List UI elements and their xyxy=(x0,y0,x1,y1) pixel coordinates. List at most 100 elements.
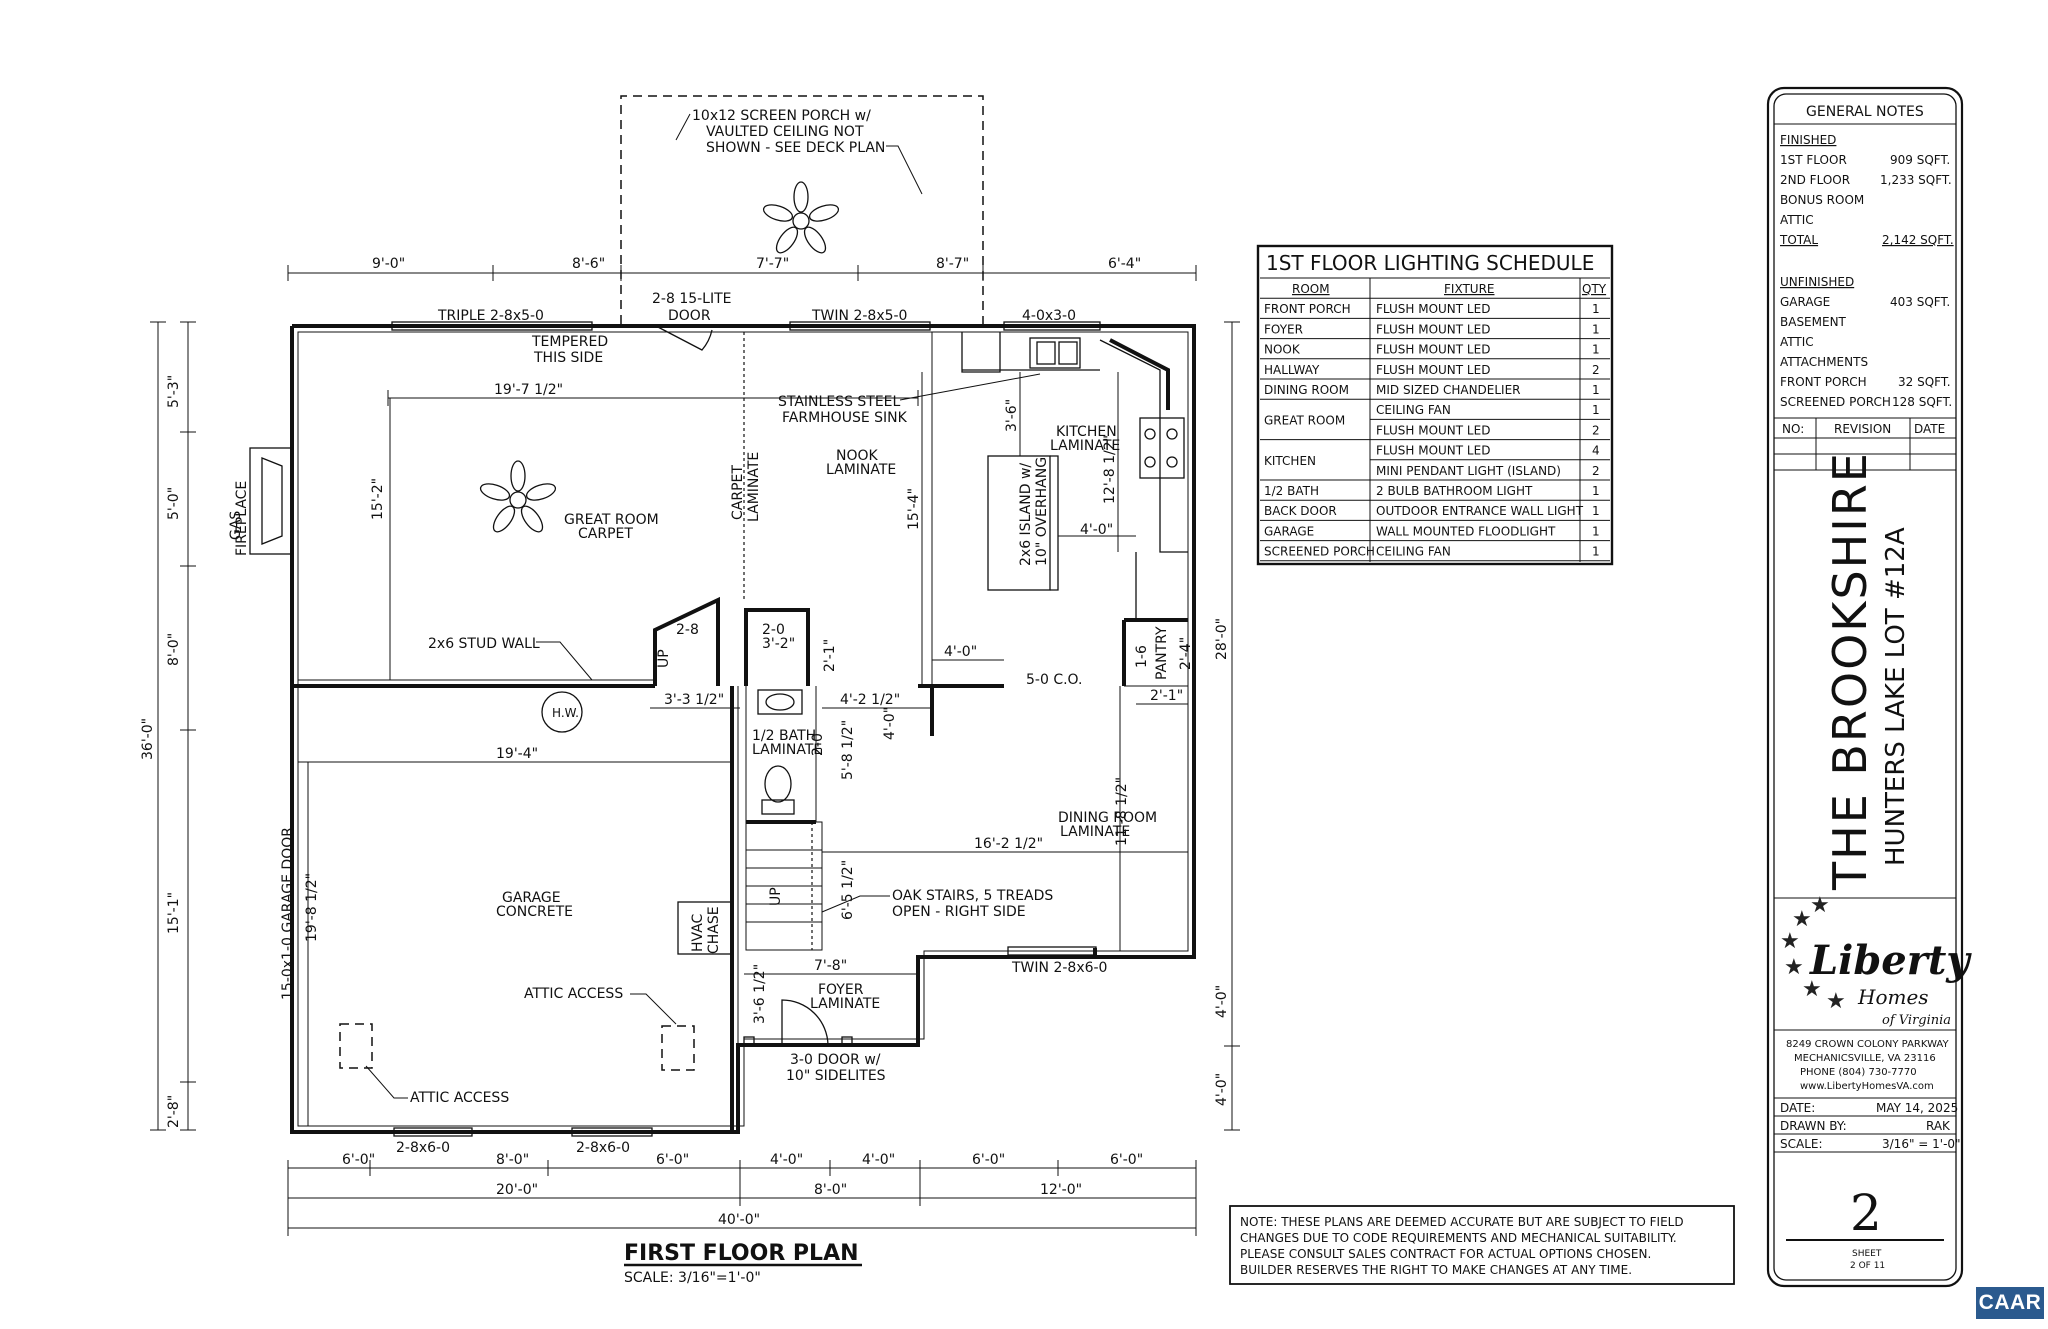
window-twin-top: TWIN 2-8x5-0 xyxy=(811,308,907,324)
stairs-6-5: 6'-5 1/2" xyxy=(840,860,856,920)
gas-label: GAS xyxy=(228,511,244,540)
dining-width: 16'-2 1/2" xyxy=(974,836,1043,852)
lighting-qty: 2 xyxy=(1592,363,1600,377)
general-notes-title: GENERAL NOTES xyxy=(1806,104,1924,120)
dim-bottom-12: 12'-0" xyxy=(1040,1182,1082,1198)
dim-bottom-8: 8'-0" xyxy=(814,1182,847,1198)
dim-top-1: 9'-0" xyxy=(372,256,405,272)
drawn-value: RAK xyxy=(1926,1119,1951,1133)
plan-title-text: FIRST FLOOR PLAN xyxy=(624,1241,859,1266)
stairs-up: UP xyxy=(768,887,784,906)
svg-text:★: ★ xyxy=(1780,929,1800,954)
svg-text:★: ★ xyxy=(1802,977,1822,1002)
dim-2-1a: 2'-1" xyxy=(822,639,838,672)
unfinished-1-label: GARAGE xyxy=(1780,295,1830,309)
kitchen-12-8: 12'-8 1/2" xyxy=(1102,435,1118,504)
dim-top-3: 7'-7" xyxy=(756,256,789,272)
lighting-qty: 2 xyxy=(1592,423,1600,437)
lighting-qty: 1 xyxy=(1592,383,1600,397)
attic-access-1: ATTIC ACCESS xyxy=(524,986,623,1002)
lighting-qty: 1 xyxy=(1592,504,1600,518)
project-name: THE BROOKSHIRE xyxy=(1823,451,1877,891)
dim-right-2: 4'-0" xyxy=(1214,1073,1230,1106)
logo-word3: of Virginia xyxy=(1882,1013,1951,1028)
unfinished-4-label: ATTACHMENTS xyxy=(1780,355,1868,369)
porch-note-line3: SHOWN - SEE DECK PLAN xyxy=(706,140,885,156)
window-kitchen: 4-0x3-0 xyxy=(1022,308,1076,324)
dim-4-0: 4'-0" xyxy=(944,644,977,660)
plan-scale-text: SCALE: 3/16"=1'-0" xyxy=(624,1270,761,1286)
unfinished-2-label: BASEMENT xyxy=(1780,315,1847,329)
stairs xyxy=(746,822,822,950)
unfinished-6-label: SCREENED PORCH xyxy=(1780,395,1891,409)
logo-word1: Liberty xyxy=(1809,937,1972,984)
foyer-label: FOYER xyxy=(818,982,864,998)
lighting-qty: 2 xyxy=(1592,464,1600,478)
stairs-note-1: OAK STAIRS, 5 TREADS xyxy=(892,888,1053,904)
nook-floor: LAMINATE xyxy=(826,462,896,478)
window-garage-1: 2-8x6-0 xyxy=(396,1140,450,1156)
hvac-label: HVAC xyxy=(690,913,706,952)
sink-label-2: FARMHOUSE SINK xyxy=(782,410,908,426)
note-line-2: CHANGES DUE TO CODE REQUIREMENTS AND MEC… xyxy=(1240,1231,1677,1245)
address-2: MECHANICSVILLE, VA 23116 xyxy=(1794,1053,1936,1064)
note-box: NOTE: THESE PLANS ARE DEEMED ACCURATE BU… xyxy=(1229,1205,1735,1285)
bottom-dimensions: 6'-0" 8'-0" 6'-0" 4'-0" 4'-0" 6'-0" 6'-0… xyxy=(287,1152,1197,1236)
garage-label: GARAGE xyxy=(502,890,561,906)
kitchen-label: KITCHEN xyxy=(1056,424,1117,440)
lighting-title: 1ST FLOOR LIGHTING SCHEDULE xyxy=(1266,251,1594,275)
sink-label-1: STAINLESS STEEL xyxy=(778,394,901,410)
dim-left-4: 15'-1" xyxy=(166,892,182,934)
finished-3-label: BONUS ROOM xyxy=(1780,193,1864,207)
lighting-fixture: FLUSH MOUNT LED xyxy=(1376,363,1490,377)
dim-left-1: 5'-3" xyxy=(166,375,182,408)
dim-bottom-7: 6'-0" xyxy=(1110,1152,1143,1168)
half-bath-label: 1/2 BATH xyxy=(752,728,816,744)
rev-date-header: DATE xyxy=(1914,422,1945,436)
unfinished-1-value: 403 SQFT. xyxy=(1890,295,1950,309)
dim-bottom-20: 20'-0" xyxy=(496,1182,538,1198)
note-line-4: BUILDER RESERVES THE RIGHT TO MAKE CHANG… xyxy=(1240,1263,1632,1277)
dim-left-overall: 36'-0" xyxy=(140,718,156,760)
laminate-label: LAMINATE xyxy=(746,452,762,522)
total-value: 2,142 SQFT. xyxy=(1882,233,1954,247)
finished-1-label: 1ST FLOOR xyxy=(1780,153,1847,167)
tempered-1: TEMPERED xyxy=(531,334,608,350)
finished-1-value: 909 SQFT. xyxy=(1890,153,1950,167)
note-line-3: PLEASE CONSULT SALES CONTRACT FOR ACTUAL… xyxy=(1240,1247,1651,1261)
window-garage-2: 2-8x6-0 xyxy=(576,1140,630,1156)
lighting-qty: 1 xyxy=(1592,322,1600,336)
fireplace-label: FIREPLACE xyxy=(234,481,250,556)
porch-note-line2: VAULTED CEILING NOT xyxy=(706,124,864,140)
dining-depth: 11'-8 1/2" xyxy=(1114,777,1130,846)
logo: ★ ★ ★ ★ ★ ★ Liberty Homes of Virginia xyxy=(1780,893,1972,1028)
drawn-label: DRAWN BY: xyxy=(1780,1119,1847,1133)
lighting-fixture: MINI PENDANT LIGHT (ISLAND) xyxy=(1376,464,1561,478)
lighting-header-qty: QTY xyxy=(1582,282,1607,296)
lighting-fixture: FLUSH MOUNT LED xyxy=(1376,444,1490,458)
lighting-room: DINING ROOM xyxy=(1264,383,1349,397)
lighting-room: HALLWAY xyxy=(1264,363,1320,377)
lighting-fixture: MID SIZED CHANDELIER xyxy=(1376,383,1521,397)
title-block: GENERAL NOTES FINISHED 1ST FLOOR 909 SQF… xyxy=(1766,86,1972,1288)
dim-bottom-4: 4'-0" xyxy=(770,1152,803,1168)
lighting-room: SCREENED PORCH xyxy=(1264,545,1375,559)
dim-top-2: 8'-6" xyxy=(572,256,605,272)
great-room-floor: CARPET xyxy=(578,526,633,542)
porch-note-line1: 10x12 SCREEN PORCH w/ xyxy=(692,108,871,124)
garage-door-label: 15-0x1-0 GARAGE DOOR xyxy=(280,827,296,1000)
door-15lite-1: 2-8 15-LITE xyxy=(652,291,732,307)
dim-right-overall: 28'-0" xyxy=(1214,618,1230,660)
scale-label: SCALE: xyxy=(1780,1137,1823,1151)
ceiling-fan-icon xyxy=(479,460,557,533)
dim-left-2: 5'-0" xyxy=(166,487,182,520)
finished-2-label: 2ND FLOOR xyxy=(1780,173,1850,187)
front-door-2: 10" SIDELITES xyxy=(786,1068,886,1084)
ceiling-fan-icon xyxy=(762,181,840,254)
foyer-7-8: 7'-8" xyxy=(814,958,847,974)
hw-label: H.W. xyxy=(552,706,579,720)
great-room-width: 19'-7 1/2" xyxy=(494,382,563,398)
toilet-icon xyxy=(761,765,795,815)
plan-title: FIRST FLOOR PLAN SCALE: 3/16"=1'-0" xyxy=(624,1241,862,1286)
lighting-fixture: 2 BULB BATHROOM LIGHT xyxy=(1376,484,1533,498)
